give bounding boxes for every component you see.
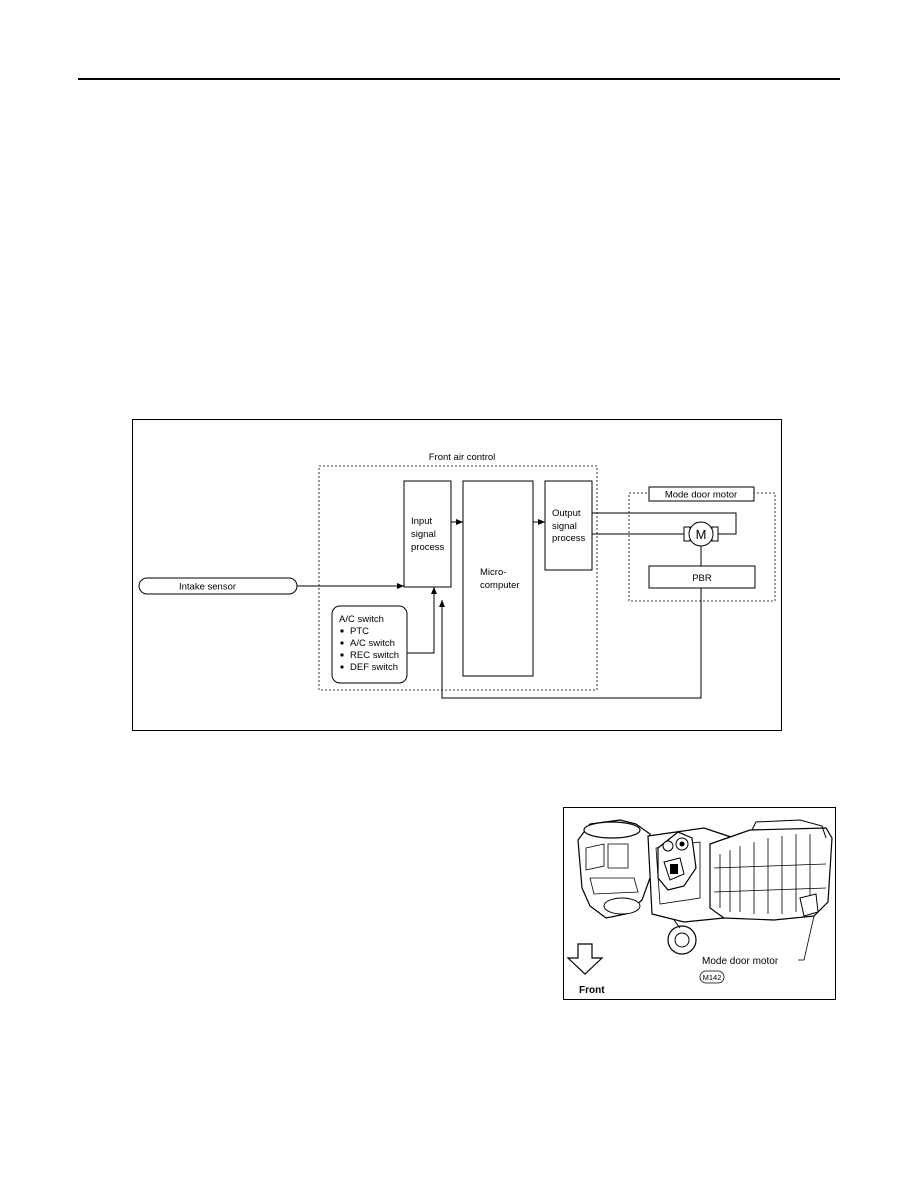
mode-door-motor-title: Mode door motor — [665, 490, 737, 501]
bullet-icon — [340, 665, 344, 669]
connector-code-label: M142 — [703, 973, 722, 982]
microcomputer-block — [462, 480, 534, 677]
ac-switch-title: A/C switch — [339, 614, 384, 625]
input-signal-process-label: Input signal process — [411, 516, 445, 553]
component-location-illustration: Front Mode door motor M142 — [563, 807, 836, 1000]
motor-symbol-label: M — [696, 527, 707, 542]
header-rule — [78, 78, 840, 80]
ac-switch-arrow — [407, 587, 437, 654]
block-diagram: Front air control Input signal process M… — [132, 419, 782, 731]
output-signal-process-block — [544, 480, 593, 571]
front-air-control-title: Front air control — [429, 452, 496, 463]
switch-item-ptc: PTC — [350, 626, 369, 637]
block-diagram-canvas: Front air control Input signal process M… — [138, 452, 776, 699]
switch-item-def: DEF switch — [350, 662, 398, 673]
switch-item-rec: REC switch — [350, 650, 399, 661]
pbr-feedback-arrow — [439, 588, 702, 699]
intake-sensor-label: Intake sensor — [179, 582, 236, 593]
mode-door-motor-group — [628, 492, 776, 602]
mode-door-motor-title-box — [648, 486, 755, 502]
mode-door-motor-photo-label: Mode door motor — [702, 956, 779, 967]
bullet-icon — [340, 641, 344, 645]
hvac-unit-drawing: Front Mode door motor M142 — [566, 819, 833, 996]
pbr-block — [648, 565, 756, 589]
pbr-label: PBR — [692, 573, 712, 584]
connector-code-badge — [699, 970, 725, 984]
switch-item-ac: A/C switch — [350, 638, 395, 649]
front-air-control-group — [318, 465, 598, 691]
output-to-motor-wire-top — [592, 512, 737, 535]
output-signal-process-label: Output signal process — [552, 508, 586, 544]
ac-switch-block — [331, 605, 408, 684]
microcomputer-label: Micro- computer — [480, 567, 520, 591]
bullet-icon — [340, 629, 344, 633]
input-signal-process-block — [403, 480, 452, 588]
front-direction-label: Front — [579, 985, 605, 996]
bullet-icon — [340, 653, 344, 657]
front-arrow-icon — [566, 943, 604, 975]
